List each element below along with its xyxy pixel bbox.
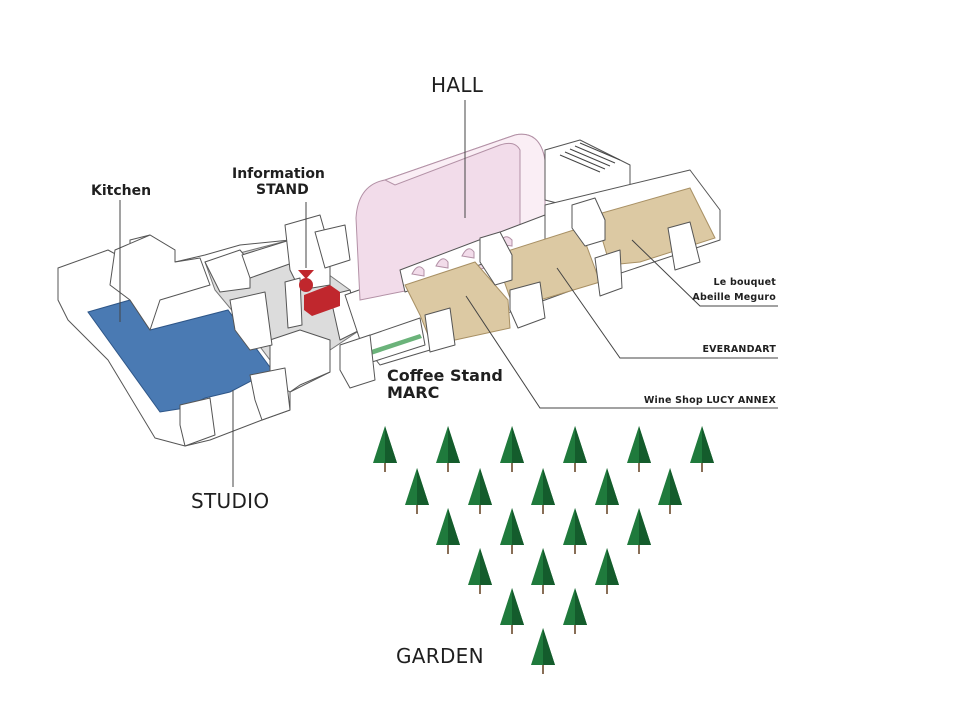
tree-shade	[607, 548, 619, 585]
label-kitchen[interactable]: Kitchen	[91, 183, 151, 199]
labels: HALL Kitchen Information STAND Le bouque…	[91, 73, 776, 668]
label-coffee-line1[interactable]: Coffee Stand	[387, 366, 503, 385]
tree-shade	[512, 588, 524, 625]
tree-shade	[670, 468, 682, 505]
label-garden[interactable]: GARDEN	[396, 644, 484, 668]
tree-shade	[702, 426, 714, 463]
tree-shade	[639, 508, 651, 545]
tree-icon	[531, 468, 555, 514]
tree-icon	[595, 468, 619, 514]
leader-lines	[119, 100, 778, 487]
shop-wall-1	[479, 231, 513, 286]
tree-shade	[543, 548, 555, 585]
inner-wall-7	[179, 397, 216, 447]
kitchen-block	[109, 234, 211, 331]
tree-icon	[627, 426, 651, 472]
inner-wall-6	[249, 367, 291, 421]
tree-shade	[385, 426, 397, 463]
info-marker-triangle	[298, 270, 314, 279]
tree-shade	[543, 628, 555, 665]
le-bouquet-leader	[631, 239, 778, 307]
shop-pillar-4	[667, 221, 701, 271]
tree-shade	[417, 468, 429, 505]
coffee-stand-counter	[365, 334, 422, 356]
hall-arch-3	[461, 248, 475, 259]
tree-icon	[373, 426, 397, 472]
garden-trees	[373, 426, 714, 674]
label-information-line2[interactable]: STAND	[256, 182, 309, 198]
tree-icon	[405, 468, 429, 514]
information-stand[interactable]	[298, 270, 340, 316]
stairs-steps	[559, 142, 621, 173]
everandart-leader	[556, 267, 778, 359]
tree-icon	[500, 426, 524, 472]
tree-shade	[575, 588, 587, 625]
everandart-floor	[494, 227, 601, 301]
tree-shade	[543, 468, 555, 505]
label-le-bouquet-line1[interactable]: Le bouquet	[714, 277, 777, 288]
tree-icon	[563, 508, 587, 554]
label-hall[interactable]: HALL	[431, 73, 484, 97]
tree-shade	[512, 508, 524, 545]
tree-icon	[500, 588, 524, 634]
tree-icon	[563, 426, 587, 472]
tree-icon	[531, 628, 555, 674]
tree-shade	[607, 468, 619, 505]
tree-icon	[500, 508, 524, 554]
wine-shop-leader	[465, 295, 778, 409]
tree-shade	[448, 426, 460, 463]
inner-wall-9	[284, 277, 303, 329]
tree-icon	[658, 468, 682, 514]
hall-arch-1	[411, 266, 425, 277]
inner-wall-4	[314, 224, 351, 269]
tree-shade	[480, 548, 492, 585]
coffee-stand[interactable]	[339, 317, 426, 389]
label-coffee-line2[interactable]: MARC	[387, 383, 439, 402]
tree-icon	[595, 548, 619, 594]
hall-arch-2	[435, 258, 449, 269]
info-marker-dot	[299, 278, 313, 292]
tree-shade	[639, 426, 651, 463]
info-counter	[304, 285, 340, 316]
shop-wall-2	[571, 197, 606, 247]
tree-icon	[563, 588, 587, 634]
inner-wall-8	[229, 291, 273, 351]
tree-icon	[468, 468, 492, 514]
tree-icon	[690, 426, 714, 472]
shop-pillar-1	[424, 307, 456, 353]
tree-icon	[627, 508, 651, 554]
tree-shade	[480, 468, 492, 505]
coffee-stand-pillar	[339, 334, 376, 389]
label-le-bouquet-line2[interactable]: Abeille Meguro	[692, 292, 776, 303]
tree-icon	[531, 548, 555, 594]
label-wine-shop[interactable]: Wine Shop LUCY ANNEX	[644, 395, 777, 406]
tree-icon	[436, 426, 460, 472]
label-everandart[interactable]: EVERANDART	[702, 344, 776, 355]
shop-pillar-2	[509, 281, 546, 329]
label-information-line1[interactable]: Information	[232, 166, 325, 182]
label-studio[interactable]: STUDIO	[191, 489, 269, 513]
tree-icon	[436, 508, 460, 554]
tree-shade	[575, 508, 587, 545]
shop-pillar-3	[594, 249, 623, 297]
tree-shade	[448, 508, 460, 545]
tree-icon	[468, 548, 492, 594]
tree-shade	[512, 426, 524, 463]
tree-shade	[575, 426, 587, 463]
